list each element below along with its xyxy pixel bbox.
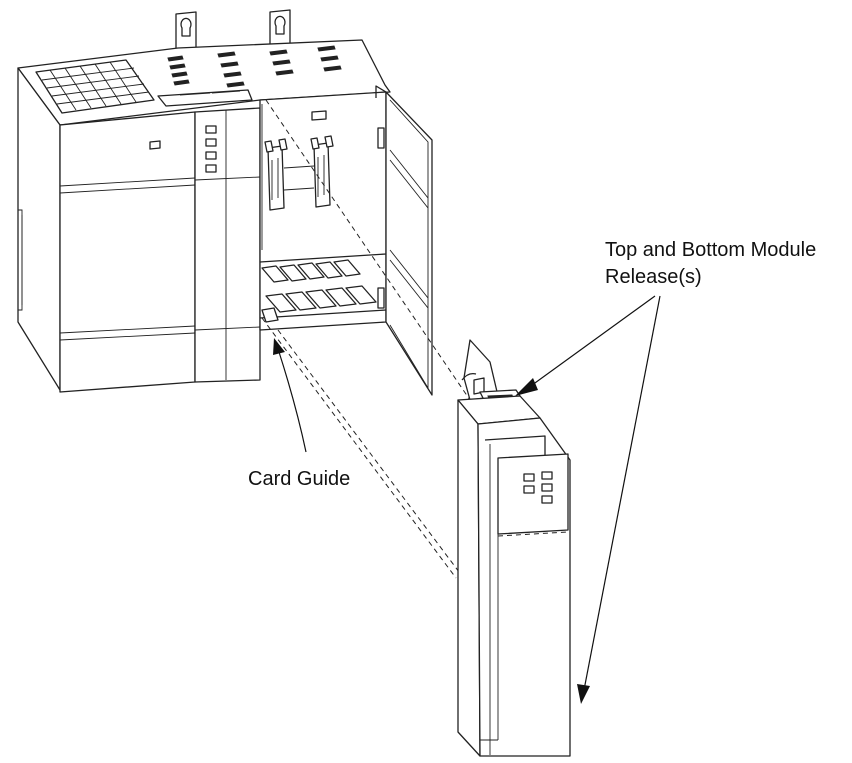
release-label-line2: Release(s) [605, 266, 702, 288]
chassis [17, 9, 433, 396]
insertion-path-lines [261, 99, 481, 601]
backplane-connector-right [310, 135, 334, 208]
power-supply-front [59, 111, 196, 393]
chassis-top [17, 39, 391, 126]
chassis-left-side [17, 67, 61, 391]
module-top-release-fin [463, 339, 499, 401]
release-callout-arrows [515, 295, 661, 704]
module-side [457, 399, 481, 757]
io-module [457, 339, 571, 757]
card-guide-rails [259, 253, 387, 323]
module-status-leds [523, 471, 553, 504]
card-guide [261, 307, 279, 323]
mounting-tab-left [175, 11, 197, 53]
power-indicator [149, 140, 161, 150]
chassis-door [385, 91, 433, 396]
backplane-connector-left [264, 138, 288, 211]
card-guide-label: Card Guide [248, 468, 350, 490]
release-label-line1: Top and Bottom Module [605, 239, 816, 261]
controller-module-front [194, 107, 261, 383]
card-guide-callout-arrow [273, 338, 307, 453]
chassis-top-vents [167, 45, 342, 88]
controller-status-leds [205, 125, 217, 173]
power-supply-vent-grid [35, 59, 155, 114]
chassis-top-latch [157, 89, 253, 107]
